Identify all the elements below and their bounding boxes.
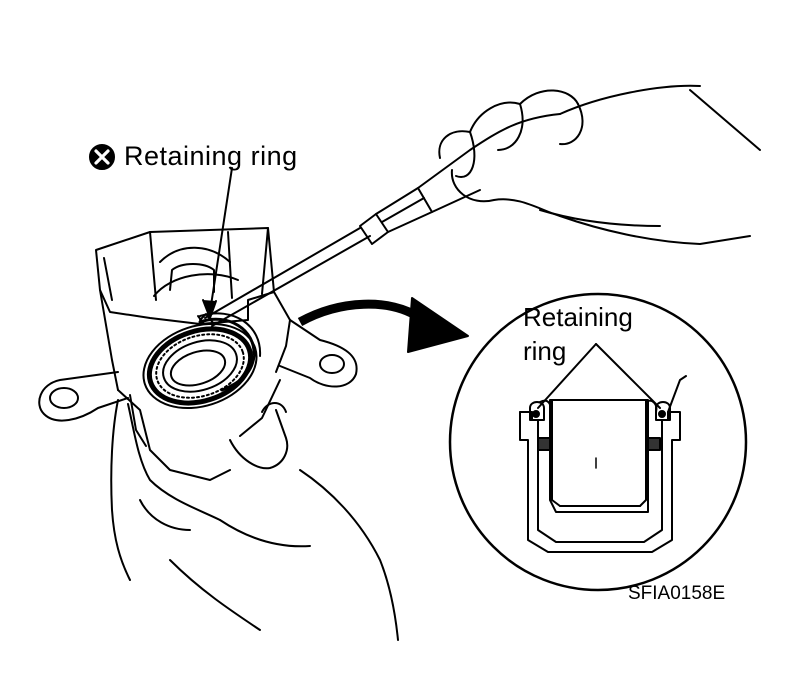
screwdriver [199, 113, 561, 327]
piston-bore [142, 322, 258, 410]
x-circle-icon [89, 144, 115, 170]
main-label-leader [202, 167, 233, 319]
detail-retaining-ring-label-line1: Retaining [523, 302, 633, 332]
detail-retaining-ring-label-line2: ring [523, 336, 567, 366]
upper-hand [438, 84, 761, 245]
lower-hand [110, 399, 399, 641]
detail-arrow [297, 297, 469, 353]
figure-code: SFIA0158E [628, 583, 726, 604]
detail-view [448, 292, 748, 592]
caliper-body [38, 227, 358, 481]
retaining-ring-label: Retaining ring [124, 141, 298, 171]
